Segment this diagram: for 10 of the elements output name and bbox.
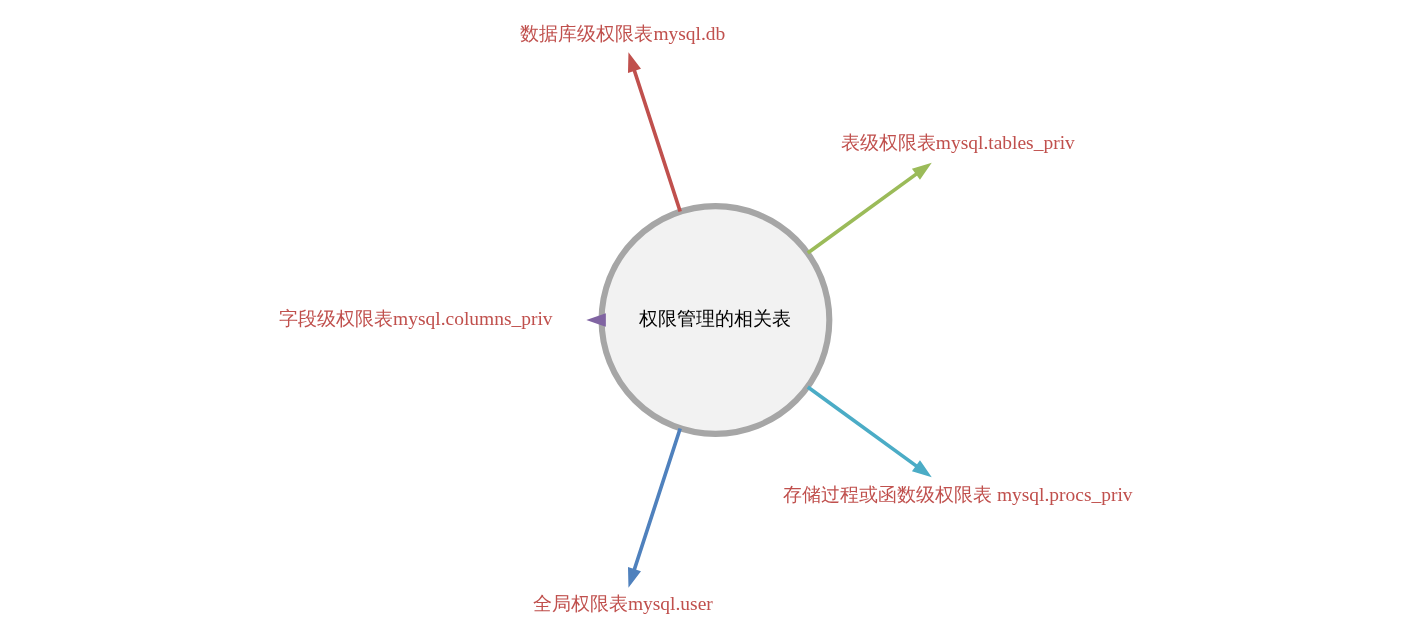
arrow [585,313,606,327]
node-text: 表级权限表mysql.tables_priv [840,131,1075,153]
node-text: 存储过程或函数级权限表 mysql.procs_priv [782,483,1133,505]
arrow [806,162,932,255]
node-text: 字段级权限表mysql.columns_priv [278,307,553,329]
node-text: 数据库级权限表mysql.db [519,22,725,44]
arrow [806,385,932,478]
node-text: 全局权限表mysql.user [532,592,713,614]
arrow [627,427,682,588]
arrow [627,52,682,213]
